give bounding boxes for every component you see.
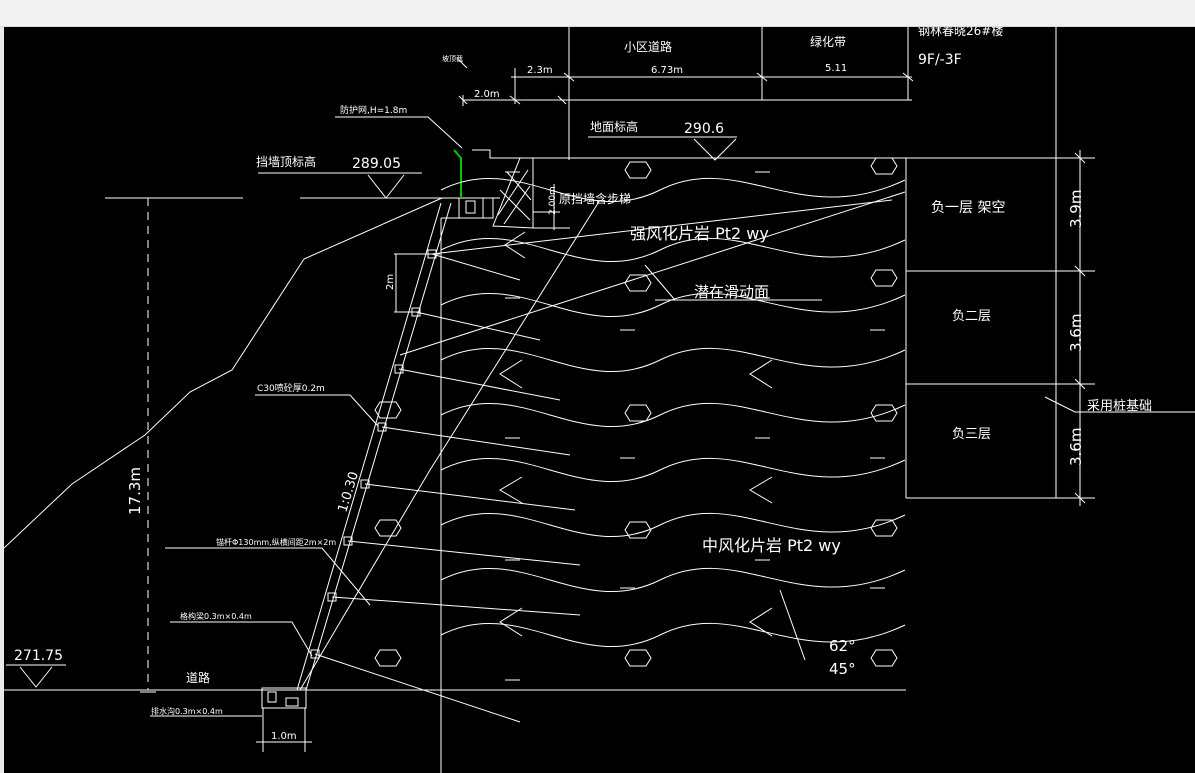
window-toolbar <box>0 0 1195 27</box>
rock-symbols <box>374 157 898 681</box>
drain-ditch <box>256 687 312 752</box>
tag-tiny-top-text: 坡顶截 <box>442 54 463 63</box>
slip-surface-text: 潜在滑动面 <box>694 283 769 301</box>
beam-note-text: 格构梁0.3m×0.4m <box>180 611 252 621</box>
building-name-text: 钢林春晓26#楼 <box>918 27 1003 38</box>
ground-level-value-text: 290.6 <box>684 121 724 137</box>
dim-36b-text: 3.6m <box>1067 428 1085 466</box>
angle-62-text: 62° <box>829 637 856 655</box>
slope-face <box>296 202 452 691</box>
cad-canvas[interactable]: 2.3m 2.0m 坡顶截 小区道路 6.73m 绿化带 5.11 钢林春晓26… <box>4 27 1195 773</box>
leader-lines <box>150 264 676 717</box>
dim-top-small-text: 2.3m <box>527 65 553 76</box>
ground-lines <box>4 218 906 773</box>
cross-section-drawing: 2.3m 2.0m 坡顶截 小区道路 6.73m 绿化带 5.11 钢林春晓26… <box>4 27 1195 773</box>
retaining-wall-top <box>105 149 570 230</box>
stair-height-text: 2.00m <box>548 186 558 215</box>
drain-note-text: 排水沟0.3m×0.4m <box>151 706 223 716</box>
left-level-text: 271.75 <box>14 648 63 664</box>
building-basement <box>533 150 1195 506</box>
stair-note-text: 原挡墙含步梯 <box>559 191 631 206</box>
spacing-2m-text: 2m <box>385 274 396 290</box>
guard-fence <box>453 149 462 198</box>
dim-36a-text: 3.6m <box>1067 314 1085 352</box>
anchor-bolts <box>314 199 893 723</box>
green-belt-text: 绿化带 <box>810 34 846 49</box>
guard-wall-text: 防护网,H=1.8m <box>340 104 407 116</box>
floor-b2-text: 负二层 <box>952 309 991 324</box>
wall-top-value-text: 289.05 <box>352 156 401 172</box>
floor-b1-text: 负一层 架空 <box>931 200 1005 216</box>
road-community-text: 小区道路 <box>624 39 672 54</box>
dim-20-text: 2.0m <box>474 89 500 100</box>
ground-level-label-text: 地面标高 <box>590 119 638 134</box>
building-floors-text: 9F/-3F <box>918 52 962 68</box>
rock-medium-text: 中风化片岩 Pt2 wy <box>702 536 841 555</box>
floor-b3-text: 负三层 <box>952 427 991 442</box>
angle-45-text: 45° <box>829 660 856 678</box>
rock-hatching <box>440 177 906 647</box>
dim-10-text: 1.0m <box>271 731 297 742</box>
level-markers <box>6 116 737 688</box>
building-grid <box>458 27 1057 160</box>
slip-surface-lines <box>299 191 906 691</box>
slope-ratio-text: 1:0.30 <box>335 470 362 514</box>
left-panel-edge <box>0 27 4 773</box>
wall-top-label-text: 挡墙顶标高 <box>256 154 316 169</box>
road-community-width-text: 6.73m <box>651 65 683 76</box>
height-dimension <box>140 198 156 693</box>
pile-note-text: 采用桩基础 <box>1087 399 1152 414</box>
green-belt-width-text: 5.11 <box>825 63 847 74</box>
concrete-note-text: C30喷砼厚0.2m <box>257 382 325 394</box>
rock-strong-text: 强风化片岩 Pt2 wy <box>630 224 769 243</box>
natural-ground-line <box>4 197 443 549</box>
height-total-text: 17.3m <box>126 467 144 515</box>
road-text: 道路 <box>186 670 210 685</box>
dim-39-text: 3.9m <box>1067 190 1085 228</box>
anchor-note-text: 锚杆Φ130mm,纵横间距2m×2m <box>216 537 336 547</box>
